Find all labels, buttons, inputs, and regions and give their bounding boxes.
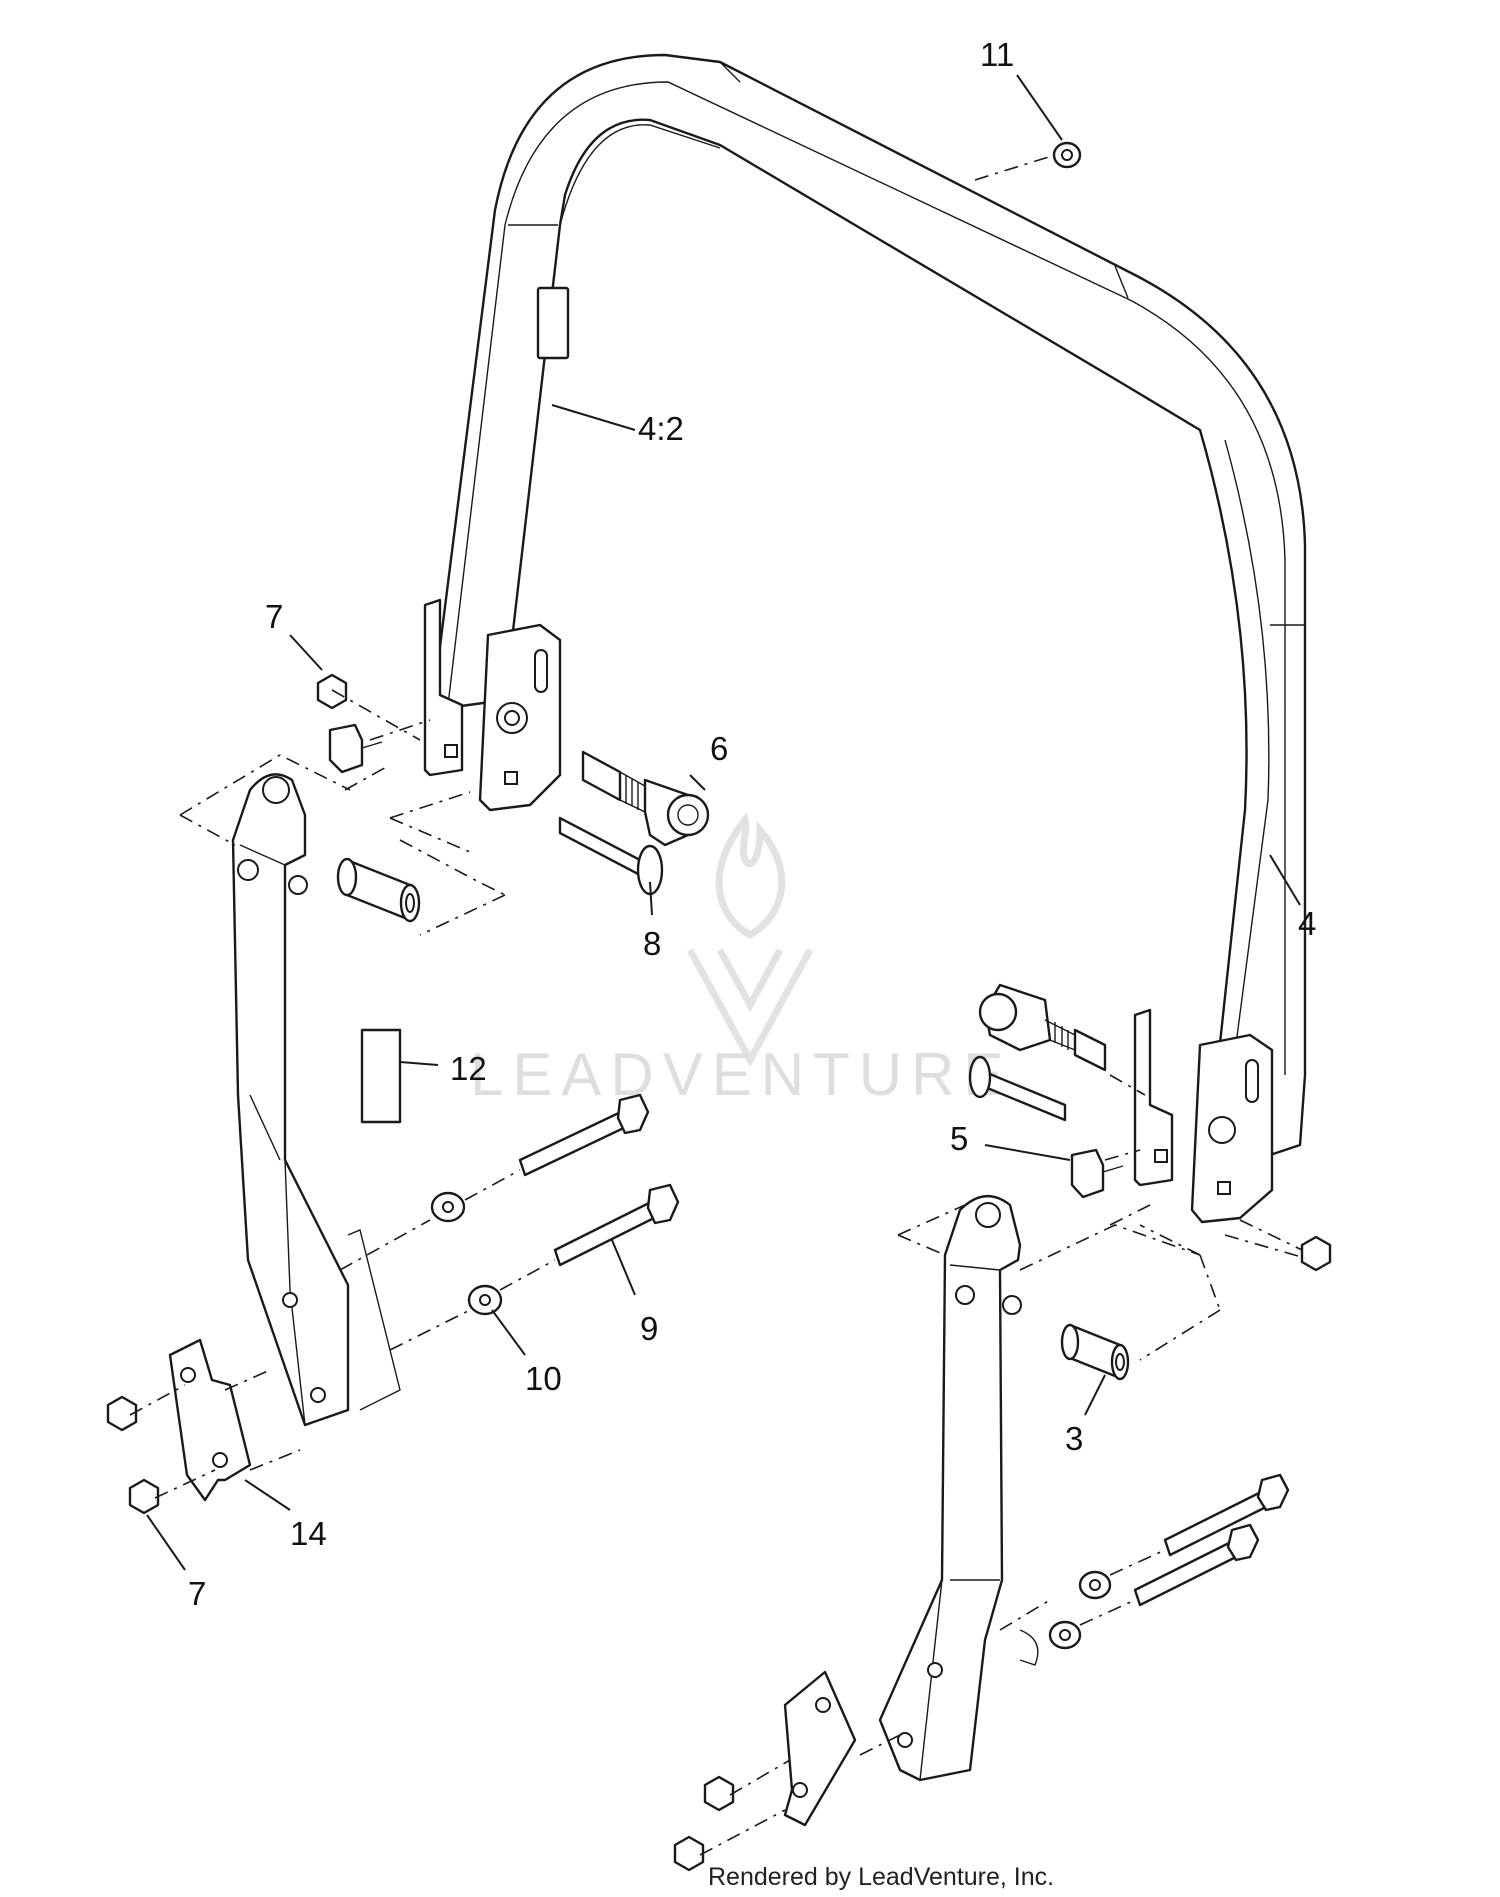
callout-11: 11	[980, 36, 1014, 73]
callout-12: 12	[450, 1050, 487, 1087]
snap-clips	[328, 723, 1124, 1199]
left-lower-upright	[231, 773, 401, 1427]
lock-nuts	[106, 673, 1332, 1872]
left-hinge-brackets	[423, 598, 562, 812]
spacer-tubes	[336, 857, 1130, 1381]
watermark-flame-icon	[686, 811, 814, 1068]
washers	[430, 141, 1112, 1650]
callout-9: 9	[640, 1310, 658, 1347]
clevis-pins	[558, 816, 1067, 1122]
left-mount-plate	[168, 1338, 252, 1502]
leader-lines	[146, 74, 1301, 1571]
assembly-dashed-lines	[129, 154, 1306, 1856]
callout-5: 5	[950, 1120, 968, 1157]
callout-14: 14	[290, 1515, 327, 1552]
callout-7-lower: 7	[188, 1575, 206, 1612]
callout-4: 4	[1298, 905, 1316, 942]
watermark-text: LEADVENTURE	[470, 1041, 1012, 1108]
right-mount-plate	[783, 1670, 857, 1827]
callout-10: 10	[525, 1360, 562, 1397]
callout-8: 8	[643, 925, 661, 962]
callout-7-upper: 7	[265, 598, 283, 635]
retractable-pins	[581, 750, 1107, 1072]
render-credit: Rendered by LeadVenture, Inc.	[708, 1863, 1054, 1891]
right-hinge-brackets	[1133, 1008, 1274, 1224]
decal-12	[360, 1028, 402, 1124]
callout-3: 3	[1065, 1420, 1083, 1457]
right-lower-upright	[878, 1195, 1039, 1782]
callout-6: 6	[710, 730, 728, 767]
rops-hoop	[430, 53, 1307, 1162]
watermark: LEADVENTURE	[470, 811, 1012, 1108]
callout-4-2: 4:2	[638, 410, 684, 447]
callout-labels: 11 4:2 7 6 8 4 12 5 9 10 3 14 7	[188, 36, 1316, 1612]
safety-decal-small	[536, 286, 570, 360]
bolts	[518, 1093, 1290, 1607]
